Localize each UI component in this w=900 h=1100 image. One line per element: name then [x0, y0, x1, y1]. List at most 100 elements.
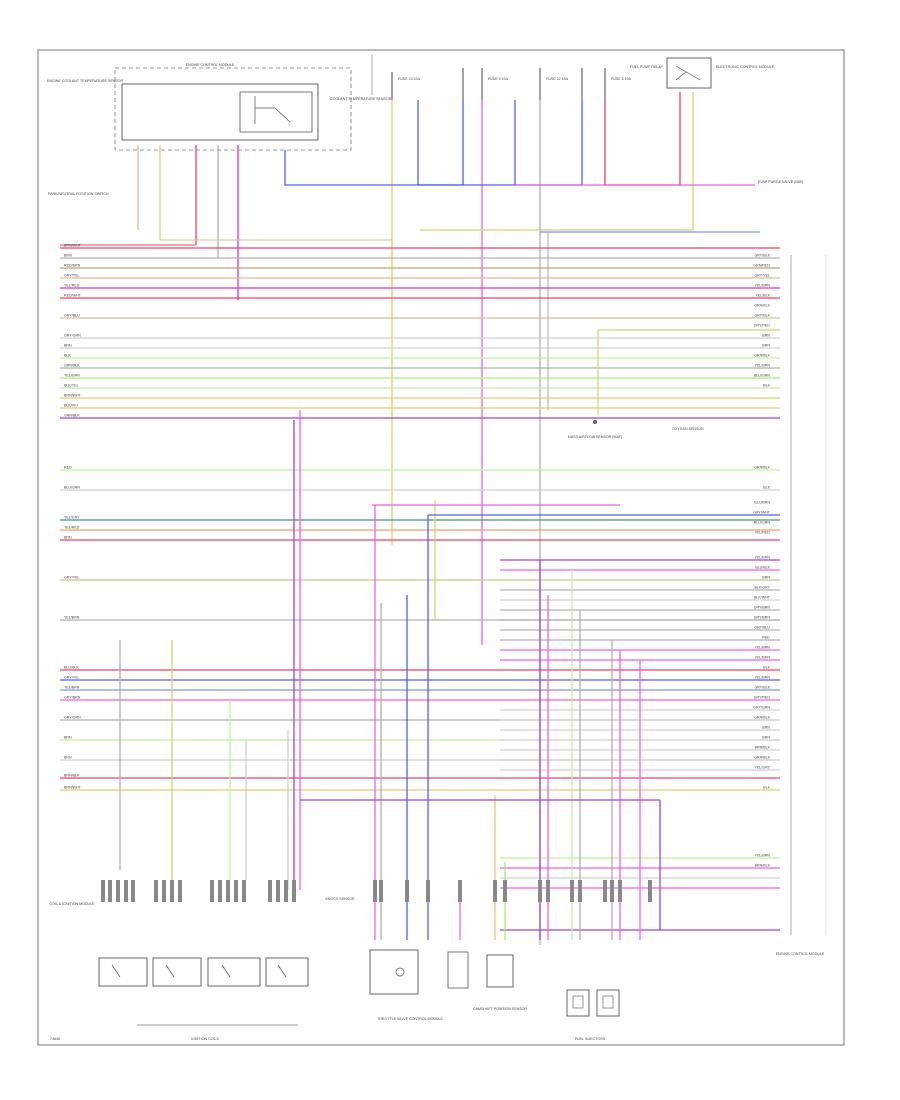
- o2-note: OXYGEN SENSOR: [672, 427, 704, 431]
- connector-pin-11: [226, 880, 230, 902]
- right-wire-label: GRY/BLK: [754, 686, 770, 690]
- connector-pin-21: [426, 880, 430, 902]
- connector-pin-9: [210, 880, 214, 902]
- connector-pin-1: [108, 880, 112, 902]
- right-wire-label: GRN/BLK: [754, 466, 770, 470]
- connector-pin-23: [493, 880, 497, 902]
- right-wire-label: GRY/GRN: [753, 706, 770, 710]
- right-wire-label: BLU/BLK: [755, 566, 770, 570]
- connector-pin-22: [458, 880, 462, 902]
- right-wire-labels: GRY/BLKGRN/REDGRY/YELYEL/BRNYEL/BLKGRN/B…: [753, 254, 771, 868]
- throttle-module: THROTTLE VALVE CONTROL MODULE: [369, 949, 469, 1021]
- right-wire-label: BLK: [763, 384, 770, 388]
- right-wire-label: GRN/RED: [753, 264, 770, 268]
- left-wire-label: GRY/BRN: [64, 696, 81, 700]
- right-wire-label: YEL/BRN: [755, 646, 771, 650]
- left-wire-label: RED/BRN: [64, 264, 81, 268]
- connector-pin-7: [170, 880, 174, 902]
- right-wire-label: GRY/BLK: [754, 254, 770, 258]
- fuse-label-1: FUSE 13 10A: [398, 77, 421, 81]
- left-wire-label: GRY/YEL: [64, 676, 80, 680]
- page-code: 74836: [50, 1037, 60, 1041]
- right-wire-label: YEL/BLK: [755, 294, 770, 298]
- left-wire-label: BRN: [64, 736, 72, 740]
- right-wire-label: BRN/BLK: [755, 864, 771, 868]
- right-wire-label: BRN: [762, 736, 770, 740]
- connector-pin-14: [268, 880, 272, 902]
- connector-pin-18: [373, 880, 377, 902]
- right-wire-label: BRN/BLK: [755, 746, 771, 750]
- left-wire-label: BRN/WHT: [64, 394, 82, 398]
- right-wire-label: YEL/BRN: [755, 676, 771, 680]
- wire-blue-ecm: [284, 150, 463, 186]
- injectors-group-label: FUEL INJECTORS: [575, 1037, 606, 1041]
- left-wire-label: GRY/YEL: [64, 274, 80, 278]
- throttle-module-label: THROTTLE VALVE CONTROL MODULE: [377, 1017, 443, 1021]
- connector-pin-28: [578, 880, 582, 902]
- fuse-label-4: FUSE 5 10A: [611, 77, 632, 81]
- right-wire-label: BLU/GRN: [754, 521, 770, 525]
- right-wire-label: BRN: [762, 726, 770, 730]
- right-wire-label: YEL/BRN: [755, 556, 771, 560]
- left-wire-label: YEL/RED: [64, 284, 80, 288]
- park-switch-note: PARK/NEUTRAL POSITION SWITCH: [48, 192, 109, 196]
- left-wire-label: YEL/BRN: [64, 616, 80, 620]
- connector-pin-24: [503, 880, 507, 902]
- maf-junction-dot: [593, 420, 597, 424]
- right-wire-label: BLK/WHT: [754, 596, 771, 600]
- connector-pin-32: [648, 880, 652, 902]
- right-wire-label: GRY/RED: [754, 696, 771, 700]
- maf-note: MASS AIRFLOW SENSOR (MAF): [568, 435, 623, 439]
- right-wire-label: YEL/BRN: [755, 854, 771, 858]
- left-wire-label: YEL/BRN: [64, 686, 80, 690]
- left-wire-label: GRY/YEL: [64, 576, 80, 580]
- relay-side-note: ELECTRONIC CONTROL MODULE: [716, 65, 775, 69]
- connector-pin-2: [116, 880, 120, 902]
- left-wire-label: GRY/BLU: [64, 314, 80, 318]
- fuse-label-3: FUSE 22 15A: [546, 77, 569, 81]
- right-wire-label: YEL/BRN: [755, 656, 771, 660]
- right-wire-label: YEL/GRY: [754, 766, 770, 770]
- left-wire-label: YEL/GRN: [64, 374, 80, 378]
- knock-sensor-note: KNOCK SENSOR: [326, 897, 355, 901]
- right-top-note: EVAP PURGE VALVE (N80): [758, 180, 803, 184]
- right-wire-label: BLU/GRN: [754, 374, 770, 378]
- left-wire-label: YEL/RED: [64, 526, 80, 530]
- diagram-border: [37, 49, 845, 1046]
- connector-pin-8: [178, 880, 182, 902]
- connector-pin-6: [162, 880, 166, 902]
- right-ecm-note: ENGINE CONTROL MODULE: [776, 952, 825, 956]
- right-wire-label: GRY/BRN: [754, 616, 771, 620]
- connector-pin-30: [610, 880, 614, 902]
- connector-pin-5: [154, 880, 158, 902]
- left-wire-label: BRN: [64, 536, 72, 540]
- right-wire-label: GRY/BLK: [754, 314, 770, 318]
- right-wire-label: GRN/BLK: [754, 756, 770, 760]
- right-wire-label: GRY/BLU: [754, 626, 770, 630]
- right-wire-label: GRY/WHT: [753, 511, 771, 515]
- left-wire-label: GRY/GRN: [64, 334, 81, 338]
- right-wire-label: BLU/BRN: [754, 501, 770, 505]
- connector-pin-0: [101, 880, 105, 902]
- top-left-ecm-block: ENGINE CONTROL MODULE ENGINE COOLANT TEM…: [47, 63, 392, 196]
- connector-pin-15: [276, 880, 280, 902]
- connector-pin-10: [218, 880, 222, 902]
- ecm-right-note: COOLANT TEMPERATURE SENSOR: [330, 97, 392, 101]
- left-wire-label: BRN: [64, 756, 72, 760]
- left-wire-label: BLU/BLK: [64, 666, 79, 670]
- left-wire-label: BRN: [64, 254, 72, 258]
- connector-pin-26: [546, 880, 550, 902]
- connector-pin-13: [242, 880, 246, 902]
- connector-pin-4: [131, 880, 135, 902]
- ecm-left-note: ENGINE COOLANT TEMPERATURE SENSOR: [47, 79, 123, 83]
- left-wire-label: RED/WHT: [64, 294, 82, 298]
- left-wire-label: BLU/GRN: [64, 486, 80, 490]
- left-wire-label: BLK/YEL: [64, 384, 79, 388]
- left-wire-labels: BRN/WHT BRN RED/BRN GRY/YEL YEL/RED RED/WHT GR…: [64, 244, 82, 790]
- right-wire-label: BLK/GRY: [754, 586, 770, 590]
- ignition-coils: IGNITION COILS COIL & IGNITION MODULE KN…: [50, 897, 355, 1041]
- connector-pin-31: [618, 880, 622, 902]
- left-wire-label: GRY/GRN: [64, 716, 81, 720]
- connector-pin-27: [570, 880, 574, 902]
